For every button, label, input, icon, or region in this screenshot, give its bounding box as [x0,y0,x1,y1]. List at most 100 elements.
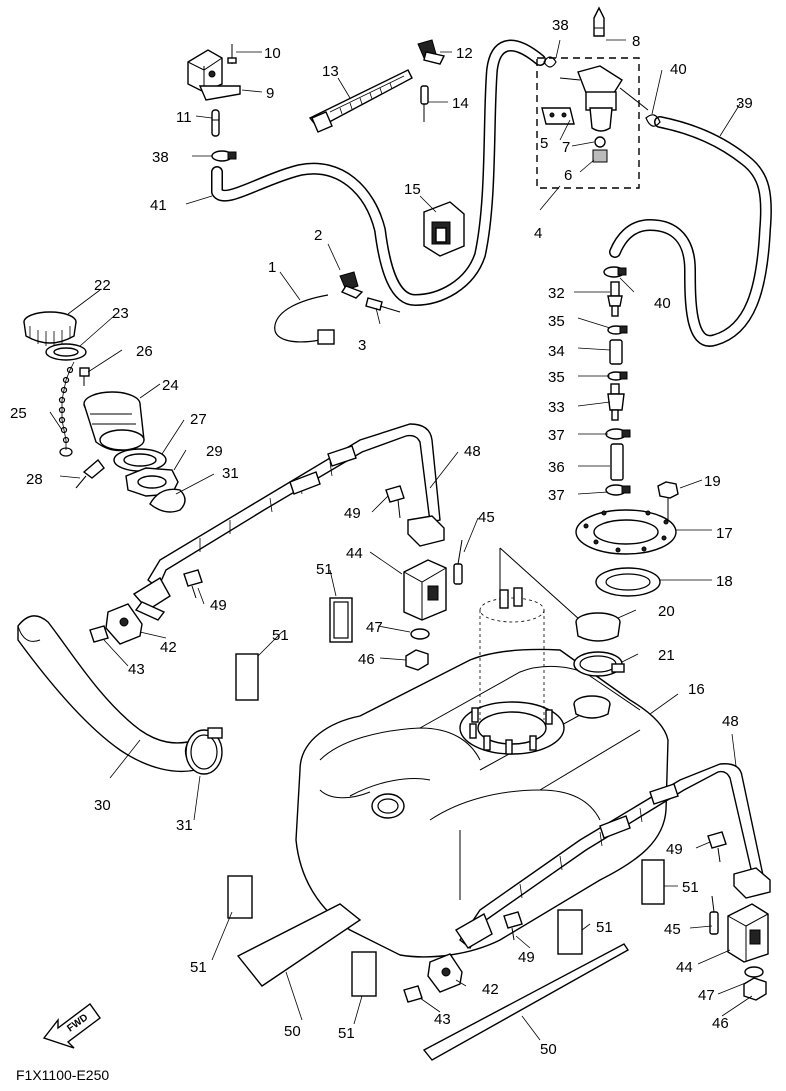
callout-24: 24 [162,377,179,394]
pad-51-left [227,875,253,919]
washer-27 [113,448,167,472]
bolt-49-lower-b [503,911,523,941]
callout-30: 30 [94,797,111,814]
filler-cap-22 [23,311,77,346]
pad-51-mid [235,653,259,701]
joint-32 [607,281,623,317]
strap-clip-upper [407,515,445,547]
fuel-tank-16 [295,648,669,958]
callout-19: 19 [704,473,721,490]
clip-40-mid [603,266,627,278]
clamp-21 [573,651,625,677]
callout-41: 41 [150,197,167,214]
callout-21: 21 [658,647,675,664]
callout-39: 39 [736,95,753,112]
callout-40-mid: 40 [654,295,671,312]
strip-50-left [236,903,362,987]
callout-42-lower: 42 [482,981,499,998]
callout-8: 8 [632,33,640,50]
callout-50-left: 50 [284,1023,301,1040]
strip-50-right [422,943,630,1061]
callout-27: 27 [190,411,207,428]
bolt-45-upper [453,539,463,585]
callout-38-left: 38 [152,149,169,166]
callout-47: 47 [366,619,383,636]
callout-44: 44 [346,545,363,562]
joint-33 [607,383,625,421]
bracket-42-upper [105,603,143,645]
screw-10 [227,44,237,64]
callout-51-bottom: 51 [338,1025,355,1042]
callout-12: 12 [456,45,473,62]
callout-43: 43 [128,661,145,678]
callout-49-low: 49 [518,949,535,966]
callout-38: 38 [552,17,569,34]
bracket-9 [187,49,241,101]
fwd-arrow-icon: FWD [42,1003,101,1049]
callout-14: 14 [452,95,469,112]
callout-4: 4 [534,225,542,242]
callout-labels: 8 38 40 39 5 7 6 4 10 9 11 38 41 13 12 1… [10,17,753,1058]
bolt-45-lower [709,895,719,935]
callout-51-mid: 51 [272,627,289,644]
callout-46: 46 [358,651,375,668]
callout-31-bottom: 31 [176,817,193,834]
clip-37-a [605,428,631,440]
clamp-12 [417,39,446,65]
plate-17 [575,509,677,555]
callout-16: 16 [688,681,705,698]
clamp-2 [339,271,364,299]
hose-34 [609,339,623,365]
figure-code: F1X1100-E250 [16,1067,109,1083]
callout-15: 15 [404,181,421,198]
callout-49-right: 49 [666,841,683,858]
callout-29: 29 [206,443,223,460]
filler-neck-24 [83,391,145,452]
hose-clip-40-top [645,114,661,127]
callout-51-left: 51 [190,959,207,976]
strap-clip-lower [733,867,771,899]
callout-2: 2 [314,227,322,244]
cap-20 [575,612,621,642]
callout-1: 1 [268,259,276,276]
nut-19 [657,481,679,520]
washer-47-upper [410,628,430,640]
callout-22: 22 [94,277,111,294]
hose-36 [610,443,624,481]
bolt-49-upper-a [385,485,405,519]
callout-31: 31 [222,465,239,482]
callout-48-lower: 48 [722,713,739,730]
clamp-31-bottom [185,727,223,775]
callout-26: 26 [136,343,153,360]
callout-37-a: 37 [548,427,565,444]
callout-51-right: 51 [682,879,699,896]
bracket-42-lower [427,953,463,993]
leader-lines [49,39,753,1041]
bolt-43-lower [403,985,423,1003]
callout-17: 17 [716,525,733,542]
screw-26 [79,367,90,386]
callout-20: 20 [658,603,675,620]
cable-tie-13 [308,69,413,133]
callout-6: 6 [564,167,572,184]
grommet-11 [211,109,220,137]
callout-48: 48 [464,443,481,460]
pad-51-right [641,859,665,905]
band-1 [274,294,335,345]
bracket-44-lower [727,903,769,963]
nut-46-lower [743,977,767,1001]
grommet-14 [420,85,429,122]
callout-49-left: 49 [210,597,227,614]
bolt-28 [75,458,105,489]
callout-51: 51 [316,561,333,578]
callout-3: 3 [358,337,366,354]
nut-29 [125,467,179,497]
tank-strap-48-upper [132,423,441,621]
callout-50-right: 50 [540,1041,557,1058]
callout-37-b: 37 [548,487,565,504]
clip-35-a [607,325,628,335]
callout-45-lower: 45 [664,921,681,938]
callout-35-a: 35 [548,313,565,330]
callout-51-lowmid: 51 [596,919,613,936]
